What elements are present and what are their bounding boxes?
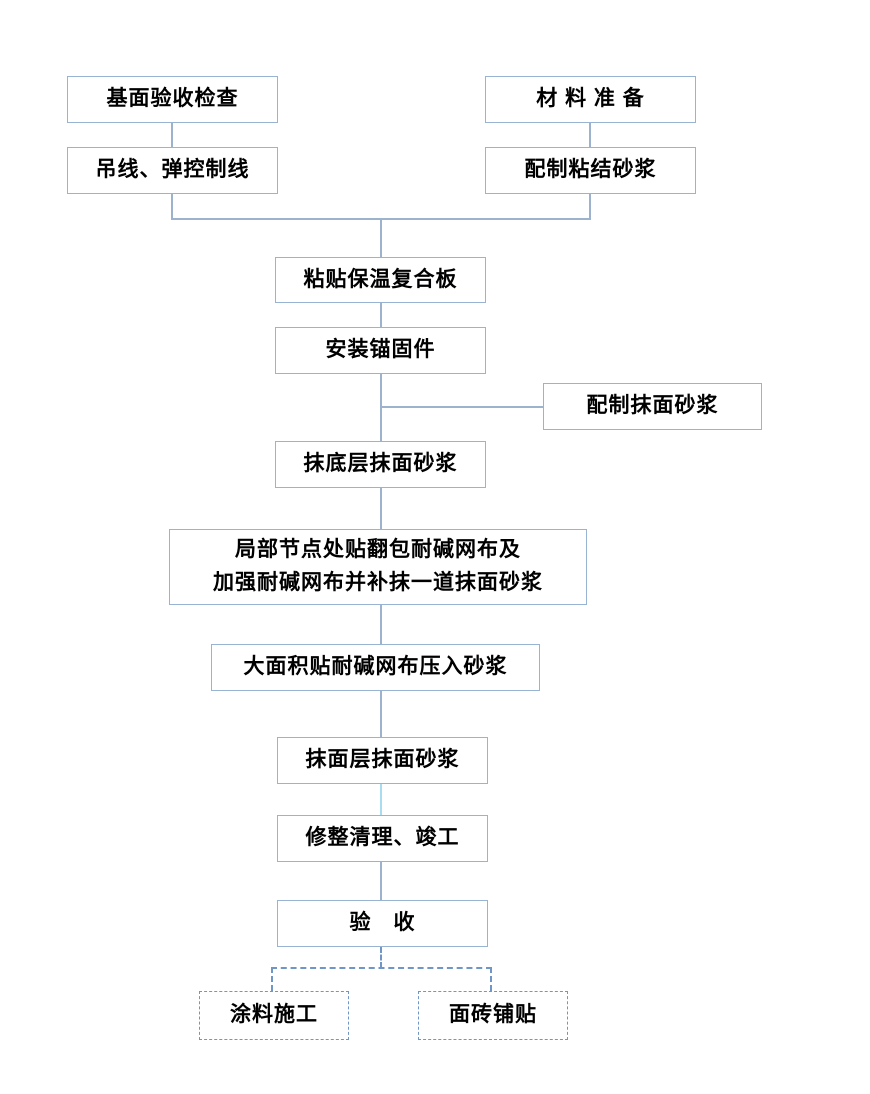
connector-material-to-bonding <box>589 123 591 147</box>
flow-node-cleanup-completion: 修整清理、竣工 <box>277 815 488 862</box>
connector-cleanup-to-acceptance <box>380 862 382 900</box>
flow-node-base-coat-plaster: 抹底层抹面砂浆 <box>275 441 486 488</box>
connector-largearea-to-finishcoat <box>380 691 382 737</box>
connector-finishcoat-to-cleanup <box>380 784 382 815</box>
connector-hang-down <box>171 194 173 220</box>
connector-localnode-to-largearea <box>380 605 382 644</box>
connector-merge-to-paste <box>380 218 382 257</box>
connector-basecoat-to-localnode <box>380 488 382 529</box>
dashed-connector-acceptance-down <box>380 947 382 968</box>
connector-bonding-down <box>589 194 591 220</box>
flow-node-finish-coat-plaster: 抹面层抹面砂浆 <box>277 737 488 784</box>
dashed-connector-to-tile <box>490 967 492 991</box>
flow-node-install-anchors: 安装锚固件 <box>275 327 486 374</box>
flow-node-coating-work: 涂料施工 <box>199 991 349 1040</box>
connector-paste-to-anchors <box>380 303 382 327</box>
flow-node-plaster-mortar-prep: 配制抹面砂浆 <box>543 383 762 430</box>
dashed-connector-horizontal <box>271 967 492 969</box>
flow-node-local-node-mesh: 局部节点处贴翻包耐碱网布及 加强耐碱网布并补抹一道抹面砂浆 <box>169 529 587 605</box>
connector-plaster-mortar-branch <box>381 406 543 408</box>
flow-node-paste-insulation-board: 粘贴保温复合板 <box>275 257 486 303</box>
flow-node-bonding-mortar-prep: 配制粘结砂浆 <box>485 147 696 194</box>
flow-node-tile-paving: 面砖铺贴 <box>418 991 568 1040</box>
flow-node-large-area-mesh: 大面积贴耐碱网布压入砂浆 <box>211 644 540 691</box>
dashed-connector-to-coating <box>271 967 273 991</box>
flow-node-hang-control-lines: 吊线、弹控制线 <box>67 147 278 194</box>
flow-node-base-inspection: 基面验收检查 <box>67 76 278 123</box>
flow-node-material-prep: 材 料 准 备 <box>485 76 696 123</box>
flow-node-acceptance: 验 收 <box>277 900 488 947</box>
connector-base-to-hang <box>171 123 173 147</box>
